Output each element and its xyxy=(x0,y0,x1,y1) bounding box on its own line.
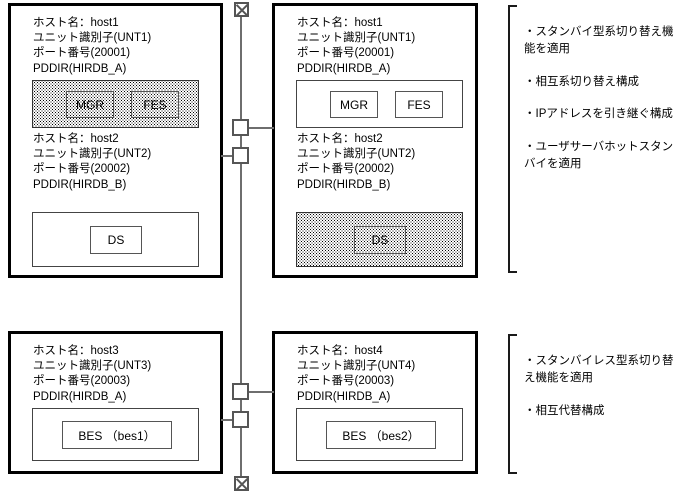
pddir-label: PDDIR(HIRDB_B) xyxy=(33,178,127,191)
port-number-label: ポート番号(20003) xyxy=(33,375,131,388)
server-process-ds[interactable]: DS xyxy=(354,226,406,254)
server-process-bes2[interactable]: BES （bes2） xyxy=(326,421,436,449)
network-link-to-top-right-panel xyxy=(249,126,274,129)
port-number-label: ポート番号(20003) xyxy=(297,375,395,388)
unit-container-host1-right[interactable]: MGR FES xyxy=(296,80,463,128)
x-terminator-icon-bottom xyxy=(234,476,249,491)
network-node-icon-upper-right[interactable] xyxy=(232,119,249,136)
host-name-label: ホスト名：host1 xyxy=(33,17,119,29)
panel-bottom-left[interactable]: ホスト名：host3 ユニット識別子(UNT3) ポート番号(20003) PD… xyxy=(8,331,223,474)
host-name-label: ホスト名：host3 xyxy=(33,345,119,357)
port-number-label: ポート番号(20001) xyxy=(33,47,131,60)
annotation-bottom: ・スタンバイレス型系切り替え機能を適用 ・相互代替構成 xyxy=(524,337,676,435)
port-number-label: ポート番号(20002) xyxy=(33,163,131,176)
pddir-label: PDDIR(HIRDB_A) xyxy=(33,390,127,403)
network-link-to-bottom-right-panel xyxy=(249,390,274,393)
network-node-icon-upper-left[interactable] xyxy=(232,147,249,164)
unit-identifier-label: ユニット識別子(UNT1) xyxy=(33,32,152,45)
unit-identifier-label: ユニット識別子(UNT2) xyxy=(33,148,152,161)
server-process-mgr[interactable]: MGR xyxy=(66,91,114,118)
host-name-label: ホスト名：host2 xyxy=(33,133,119,145)
annotation-bracket-bottom xyxy=(508,334,517,474)
unit-container-host4[interactable]: BES （bes2） xyxy=(296,408,463,461)
server-process-bes1[interactable]: BES （bes1） xyxy=(62,421,172,449)
network-link-to-bottom-left-panel xyxy=(221,418,232,421)
unit-info-host1-right: ホスト名：host1 ユニット識別子(UNT1) ポート番号(20001) PD… xyxy=(297,16,415,77)
unit-info-host2-right: ホスト名：host2 ユニット識別子(UNT2) ポート番号(20002) PD… xyxy=(297,132,415,193)
pddir-label: PDDIR(HIRDB_A) xyxy=(297,62,391,75)
unit-identifier-label: ユニット識別子(UNT4) xyxy=(297,360,416,373)
panel-bottom-right[interactable]: ホスト名：host4 ユニット識別子(UNT4) ポート番号(20003) PD… xyxy=(272,331,478,474)
annotation-bracket-top xyxy=(508,5,517,273)
unit-container-host2-right[interactable]: DS xyxy=(296,212,463,267)
panel-top-left[interactable]: ホスト名：host1 ユニット識別子(UNT1) ポート番号(20001) PD… xyxy=(8,3,223,278)
pddir-label: PDDIR(HIRDB_A) xyxy=(297,390,391,403)
unit-identifier-label: ユニット識別子(UNT1) xyxy=(297,32,416,45)
server-process-mgr[interactable]: MGR xyxy=(330,91,378,118)
server-process-ds[interactable]: DS xyxy=(90,226,142,254)
port-number-label: ポート番号(20001) xyxy=(297,47,395,60)
unit-container-host2-left[interactable]: DS xyxy=(32,212,199,267)
panel-top-right[interactable]: ホスト名：host1 ユニット識別子(UNT1) ポート番号(20001) PD… xyxy=(272,3,478,278)
network-node-icon-lower-left[interactable] xyxy=(232,411,249,428)
x-terminator-icon-top xyxy=(234,2,249,17)
unit-info-host1-left: ホスト名：host1 ユニット識別子(UNT1) ポート番号(20001) PD… xyxy=(33,16,151,77)
network-node-icon-lower-right[interactable] xyxy=(232,383,249,400)
annotation-item: ・相互系切り替え構成 xyxy=(524,75,639,88)
annotation-item: ・相互代替構成 xyxy=(524,404,605,417)
host-name-label: ホスト名：host2 xyxy=(297,133,383,145)
host-name-label: ホスト名：host1 xyxy=(297,17,383,29)
port-number-label: ポート番号(20002) xyxy=(297,163,395,176)
annotation-item: ・スタンバイ型系切り替え機能を適用 xyxy=(524,26,674,55)
network-link-to-top-left-panel xyxy=(221,154,232,157)
unit-identifier-label: ユニット識別子(UNT3) xyxy=(33,360,152,373)
unit-info-host2-left: ホスト名：host2 ユニット識別子(UNT2) ポート番号(20002) PD… xyxy=(33,132,151,193)
unit-container-host3[interactable]: BES （bes1） xyxy=(32,408,199,461)
unit-info-host3: ホスト名：host3 ユニット識別子(UNT3) ポート番号(20003) PD… xyxy=(33,344,151,405)
pddir-label: PDDIR(HIRDB_A) xyxy=(33,62,127,75)
annotation-item: ・スタンバイレス型系切り替え機能を適用 xyxy=(524,355,674,384)
unit-info-host4: ホスト名：host4 ユニット識別子(UNT4) ポート番号(20003) PD… xyxy=(297,344,415,405)
annotation-top: ・スタンバイ型系切り替え機能を適用 ・相互系切り替え構成 ・IPアドレスを引き継… xyxy=(524,8,676,188)
unit-identifier-label: ユニット識別子(UNT2) xyxy=(297,148,416,161)
server-process-fes[interactable]: FES xyxy=(131,91,179,118)
unit-container-host1-left[interactable]: MGR FES xyxy=(32,80,199,128)
annotation-item: ・IPアドレスを引き継ぐ構成 xyxy=(524,108,673,121)
annotation-item: ・ユーザサーバホットスタンバイを適用 xyxy=(524,141,674,170)
network-bus xyxy=(240,16,242,478)
server-process-fes[interactable]: FES xyxy=(395,91,443,118)
host-name-label: ホスト名：host4 xyxy=(297,345,383,357)
pddir-label: PDDIR(HIRDB_B) xyxy=(297,178,391,191)
